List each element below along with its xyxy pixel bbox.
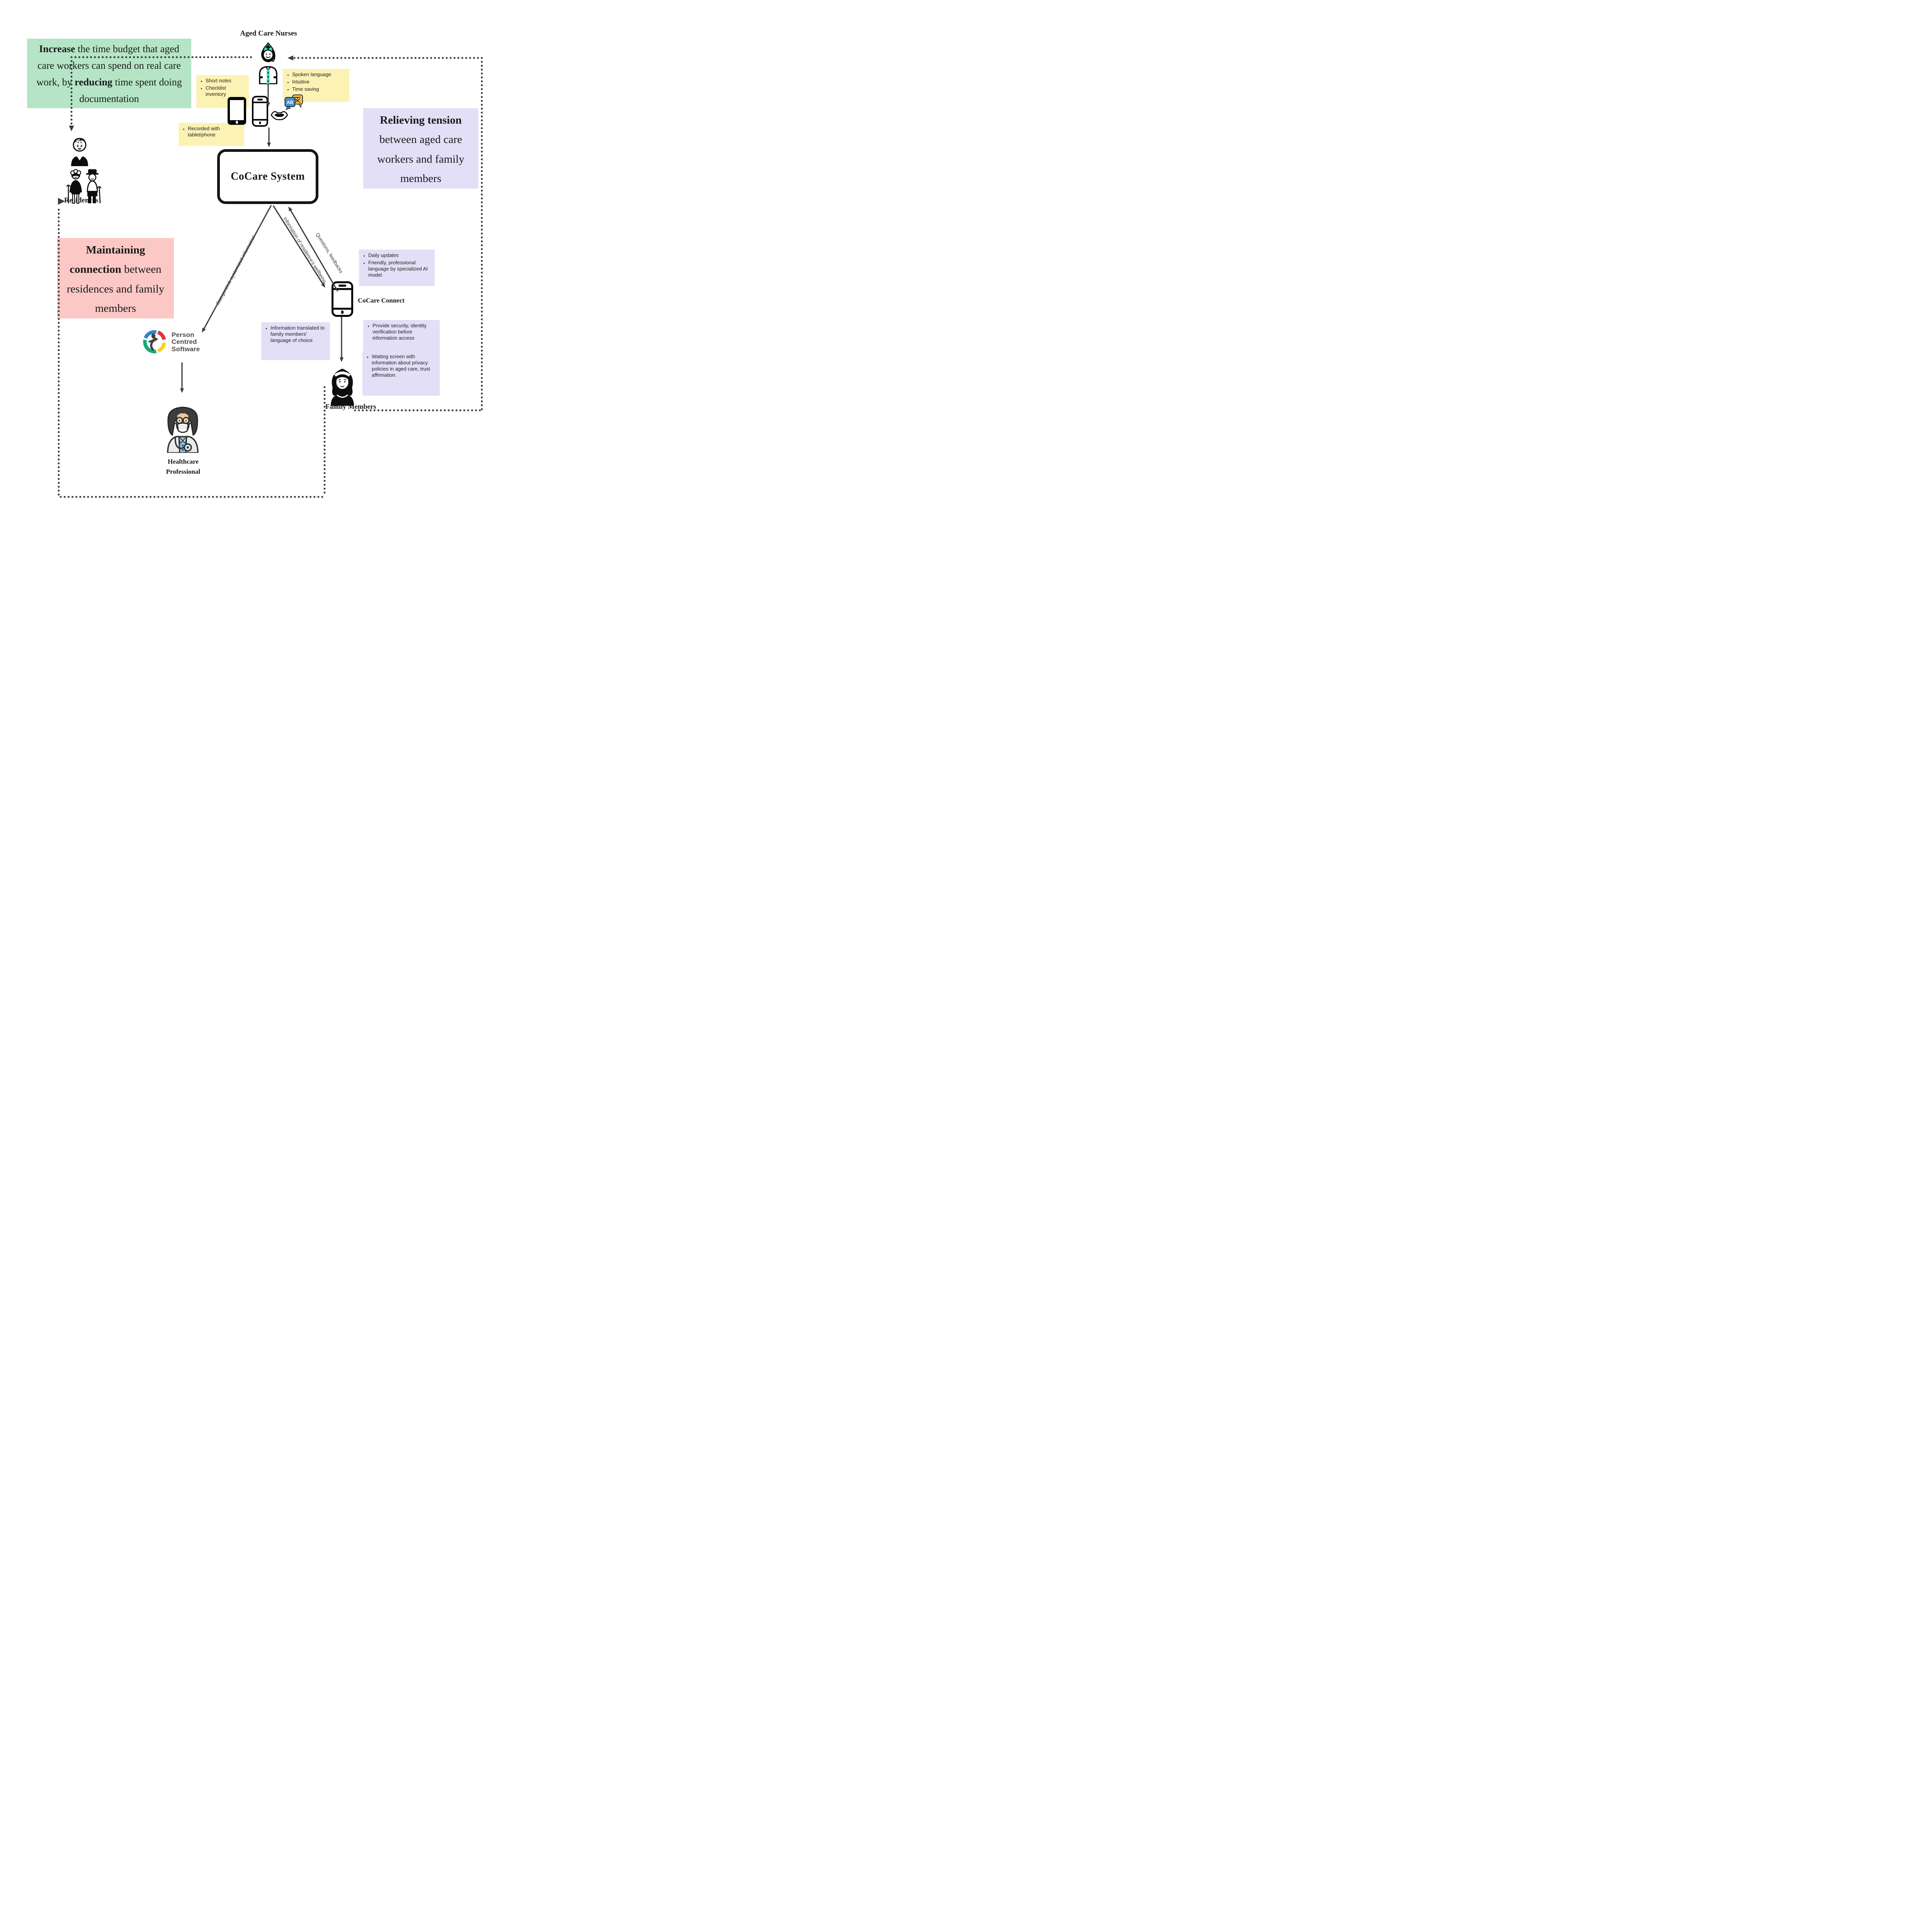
bullet-item: Intuitive	[292, 79, 347, 85]
bullet-item: Time saving	[292, 86, 347, 92]
family-member-icon	[327, 364, 358, 406]
cocare-system-label: CoCare System	[231, 170, 305, 182]
person-centred-software-wordmark: Person Centred Software	[172, 331, 200, 353]
goal-relieving-text: between aged care workers and family mem…	[377, 133, 464, 185]
note-provide-security: Provide security, identity verification …	[363, 320, 440, 353]
bullet-item: Provide security, identity verification …	[372, 323, 437, 341]
note-short-notes-list: Short notesChecklist inventory	[196, 75, 249, 100]
goal-increase-bold: Increase	[39, 43, 75, 54]
goal-maintaining-connection-note: Maintaining connection between residence…	[57, 238, 174, 318]
bullet-item: Spoken language	[292, 71, 347, 78]
goal-reducing-bold: reducing	[75, 77, 112, 88]
note-information-translated: Information translated to family members…	[261, 322, 330, 360]
pcs-word-1: Person	[172, 331, 194, 338]
note-information-translated-list: Information translated to family members…	[261, 322, 330, 346]
note-waiting-screen-list: Waiting screen with information about pr…	[362, 351, 440, 381]
goal-relieving-bold: Relieving tension	[380, 114, 462, 126]
goal-increase-text2: time spent doing documentation	[79, 77, 182, 105]
goal-increase-time-note: Increase the time budget that aged care …	[27, 39, 191, 108]
bullet-item: Short notes	[206, 78, 247, 84]
note-waiting-screen: Waiting screen with information about pr…	[362, 351, 440, 396]
bullet-item: Daily updates	[368, 252, 432, 259]
bullet-item: Friendly, professional language by speci…	[368, 260, 432, 278]
nurse-icon	[256, 40, 281, 84]
label-aged-care-nurses: Aged Care Nurses	[240, 29, 297, 37]
label-cocare-connect: CoCare Connect	[358, 297, 405, 304]
elderly-couple-icon	[66, 168, 101, 204]
person-centred-software-logo	[142, 329, 167, 354]
note-provide-security-list: Provide security, identity verification …	[363, 320, 440, 344]
pcs-word-3: Software	[172, 345, 200, 353]
lips-icon	[270, 109, 288, 121]
note-spoken-language-list: Spoken languageIntuitiveTime saving	[283, 69, 349, 95]
edge-label-categorized: Categorized, systemized information	[215, 234, 257, 306]
pcs-word-2: Centred	[172, 338, 197, 346]
note-recorded-with-list: Recorded with tablet/phone	[179, 123, 244, 141]
bullet-item: Information translated to family members…	[270, 325, 328, 344]
translate-icon: AB	[284, 94, 304, 111]
cocare-connect-phone-icon	[332, 281, 353, 317]
note-daily-updates: Daily updatesFriendly, professional lang…	[359, 250, 435, 286]
note-recorded-with: Recorded with tablet/phone	[179, 123, 244, 146]
goal-maintaining-text: between residences and family members	[66, 263, 165, 315]
bullet-item: Checklist inventory	[206, 85, 247, 97]
tablet-icon	[227, 97, 247, 125]
label-healthcare-professional: Healthcare Professional	[166, 458, 201, 476]
bullet-item: Recorded with tablet/phone	[188, 126, 242, 138]
goal-increase-text1: the time budget that aged care workers c…	[36, 43, 181, 88]
elderly-resident-icon	[70, 135, 90, 167]
goal-relieving-tension-note: Relieving tension between aged care work…	[363, 108, 478, 189]
diagram-canvas: Increase the time budget that aged care …	[0, 0, 537, 544]
note-daily-updates-list: Daily updatesFriendly, professional lang…	[359, 250, 435, 281]
translate-icon-letters: AB	[287, 100, 294, 105]
goal-maintaining-bold: Maintaining connection	[70, 244, 145, 276]
bullet-item: Waiting screen with information about pr…	[372, 354, 437, 378]
phone-icon	[252, 96, 268, 127]
healthcare-professional-icon	[162, 396, 203, 453]
cocare-system-box: CoCare System	[217, 149, 318, 204]
